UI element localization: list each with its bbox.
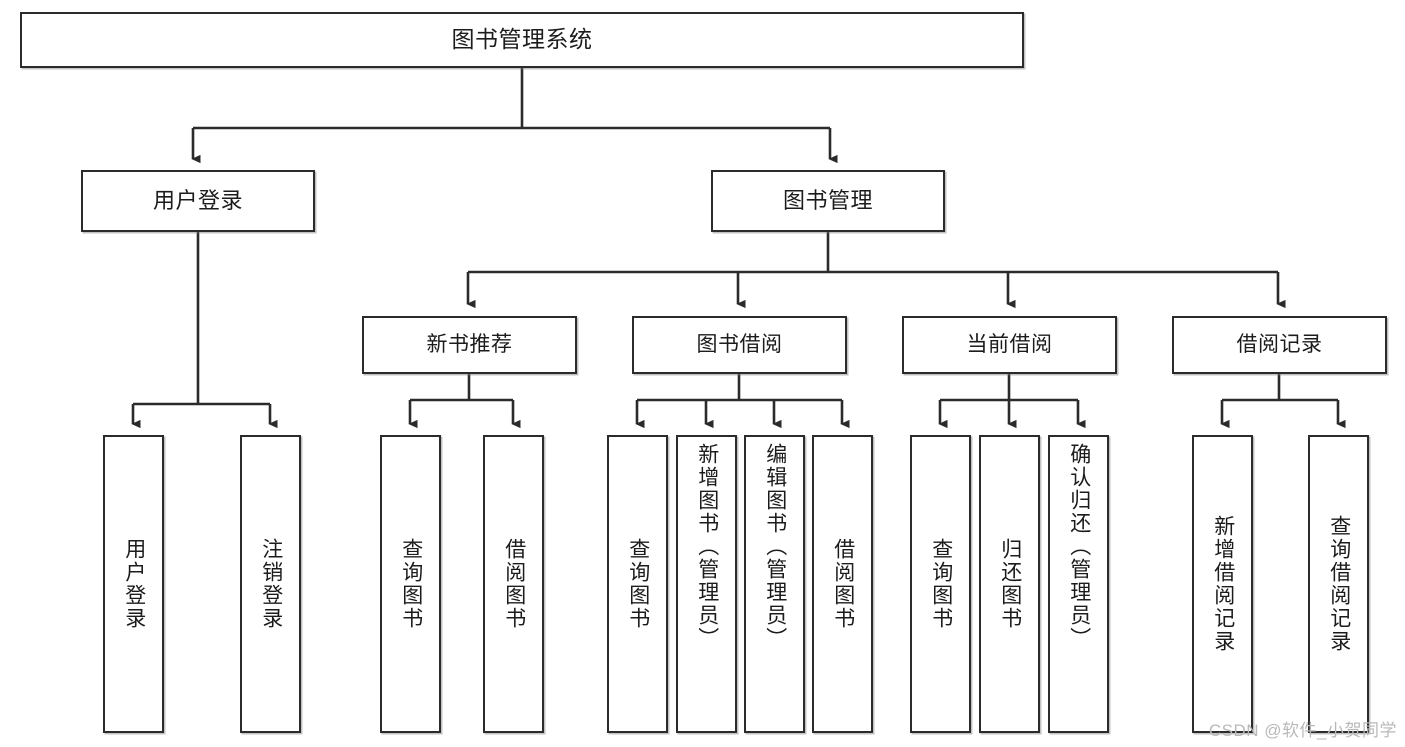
node-label: 用户登录 bbox=[122, 538, 146, 630]
node-label: 借阅记录 bbox=[1236, 332, 1323, 356]
node-current-borrow[interactable]: 当前借阅 bbox=[902, 316, 1117, 374]
node-label: 注销登录 bbox=[259, 538, 283, 630]
leaf-add-borrow-record[interactable]: 新增借阅记录 bbox=[1192, 435, 1253, 733]
node-label: 当前借阅 bbox=[966, 332, 1053, 356]
node-label: 查询借阅记录 bbox=[1327, 515, 1351, 653]
node-label: 新增借阅记录 bbox=[1211, 515, 1235, 653]
node-root[interactable]: 图书管理系统 bbox=[20, 12, 1024, 68]
node-label: 图书管理系统 bbox=[451, 26, 593, 53]
node-label: 借阅图书 bbox=[502, 538, 526, 630]
leaf-logout[interactable]: 注销登录 bbox=[240, 435, 301, 733]
leaf-query-book-borrow[interactable]: 查询图书 bbox=[607, 435, 668, 733]
node-label: 查询图书 bbox=[929, 538, 953, 630]
node-borrow-records[interactable]: 借阅记录 bbox=[1172, 316, 1387, 374]
watermark: CSDN @软件_小贺同学 bbox=[1208, 721, 1397, 740]
node-label: 借阅图书 bbox=[831, 538, 855, 630]
leaf-edit-book-admin[interactable]: 编辑图书（管理员） bbox=[744, 435, 805, 733]
node-label: 新增图书（管理员） bbox=[695, 443, 719, 650]
leaf-borrow-book-recommend[interactable]: 借阅图书 bbox=[483, 435, 544, 733]
node-label: 新书推荐 bbox=[426, 332, 513, 356]
leaf-return-book[interactable]: 归还图书 bbox=[979, 435, 1040, 733]
node-label: 编辑图书（管理员） bbox=[763, 443, 787, 650]
node-label: 用户登录 bbox=[152, 188, 243, 214]
node-label: 查询图书 bbox=[626, 538, 650, 630]
node-label: 归还图书 bbox=[998, 538, 1022, 630]
leaf-user-login[interactable]: 用户登录 bbox=[103, 435, 164, 733]
node-book-management[interactable]: 图书管理 bbox=[711, 170, 945, 232]
leaf-query-borrow-record[interactable]: 查询借阅记录 bbox=[1308, 435, 1369, 733]
node-new-book-recommend[interactable]: 新书推荐 bbox=[362, 316, 577, 374]
leaf-add-book-admin[interactable]: 新增图书（管理员） bbox=[676, 435, 737, 733]
leaf-confirm-return-admin[interactable]: 确认归还（管理员） bbox=[1048, 435, 1109, 733]
node-book-borrow[interactable]: 图书借阅 bbox=[632, 316, 847, 374]
node-label: 确认归还（管理员） bbox=[1067, 443, 1091, 650]
node-label: 查询图书 bbox=[399, 538, 423, 630]
node-user-login[interactable]: 用户登录 bbox=[81, 170, 315, 232]
leaf-borrow-book[interactable]: 借阅图书 bbox=[812, 435, 873, 733]
node-label: 图书管理 bbox=[782, 188, 873, 214]
leaf-query-book-recommend[interactable]: 查询图书 bbox=[380, 435, 441, 733]
leaf-query-book-current[interactable]: 查询图书 bbox=[910, 435, 971, 733]
node-label: 图书借阅 bbox=[696, 332, 783, 356]
